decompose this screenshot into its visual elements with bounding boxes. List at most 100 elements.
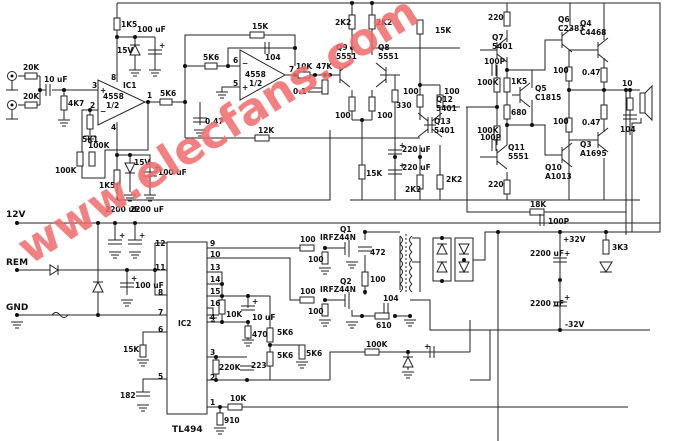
supply-label: +32V xyxy=(563,235,586,244)
junction-dot xyxy=(604,230,608,234)
junction-dot xyxy=(293,73,297,77)
resistor xyxy=(212,359,220,375)
input-jack-icon[interactable] xyxy=(6,71,18,91)
ground-icon xyxy=(129,251,141,259)
svg-text:+: + xyxy=(131,274,137,283)
resistor-label: 100 xyxy=(300,235,316,244)
capacitor-label: 100P xyxy=(480,133,502,142)
input-jack-icon[interactable] xyxy=(6,100,18,120)
svg-text:+: + xyxy=(564,249,570,258)
ic-part: 4558 xyxy=(245,70,266,79)
transistor-icon xyxy=(489,37,508,63)
capacitor-label: 104 xyxy=(383,294,399,303)
junction-dot xyxy=(406,350,410,354)
resistor xyxy=(503,104,511,120)
pin-label: 3 xyxy=(92,81,97,90)
capacitor xyxy=(136,391,150,397)
junction-dot xyxy=(226,64,230,68)
resistor xyxy=(374,312,390,320)
junction-dot xyxy=(268,343,272,347)
resistor-label: 5K6 xyxy=(160,89,176,98)
pin-label: 15 xyxy=(210,287,220,296)
ground-icon xyxy=(58,119,70,127)
transistor-ref: Q10 xyxy=(545,163,562,172)
junction-dot xyxy=(113,221,117,225)
junction-dot xyxy=(323,246,327,250)
junction-dot xyxy=(393,155,397,159)
pin-label: 5 xyxy=(158,372,163,381)
resistor xyxy=(368,96,376,112)
capacitor-label: 220 uF xyxy=(402,163,431,172)
ic-part: TL494 xyxy=(172,425,203,435)
ground-icon xyxy=(296,361,308,369)
capacitor-label: 2200 uF xyxy=(130,205,164,214)
junction-dot xyxy=(624,88,628,92)
ground-icon xyxy=(404,319,416,327)
resistor-label: 100 xyxy=(370,275,386,284)
transistor-part: 5401 xyxy=(434,126,455,135)
junction-dot xyxy=(153,268,157,272)
junction-dot xyxy=(214,378,218,382)
junction-dot xyxy=(245,378,249,382)
capacitor-label: 2200 uF xyxy=(530,249,564,258)
resistor xyxy=(299,296,315,304)
ground-icon xyxy=(319,319,331,327)
transistor-icon xyxy=(590,127,609,153)
pin-label: 14 xyxy=(210,275,220,284)
resistor-label: 1K5 xyxy=(511,77,527,86)
resistor-label: 0.47 xyxy=(582,118,601,127)
pin-label: 8 xyxy=(158,288,163,297)
transistor-ref: Q8 xyxy=(378,43,390,52)
junction-dot xyxy=(360,118,364,122)
resistor-label: 100 xyxy=(300,287,316,296)
transistor-icon xyxy=(417,112,436,138)
resistor xyxy=(348,96,356,112)
transistor-part: A1695 xyxy=(580,149,607,158)
svg-text:+: + xyxy=(424,342,430,351)
resistor xyxy=(503,77,511,93)
resistor-label: 100K xyxy=(366,340,389,349)
resistor-label: 4K7 xyxy=(68,99,84,108)
junction-dot xyxy=(220,320,224,324)
junction-dot xyxy=(530,123,534,127)
capacitor-label: 2200 uF xyxy=(530,299,564,308)
resistor-label: 3K3 xyxy=(612,243,628,252)
junction-dot xyxy=(214,355,218,359)
capacitor: + xyxy=(388,141,405,155)
junction-dot xyxy=(495,105,499,109)
diode-icon xyxy=(129,43,141,56)
pin-label: 4 xyxy=(111,123,116,132)
resistor-label: 5K6 xyxy=(277,328,293,337)
junction-dot xyxy=(363,230,367,234)
supply-label: 12V xyxy=(6,210,26,220)
resistor-label: 100 xyxy=(553,66,569,75)
resistor-label: 680 xyxy=(511,108,527,117)
supply-label: GND xyxy=(6,303,28,313)
zener-label: 15V xyxy=(117,46,133,55)
resistor xyxy=(416,19,424,35)
transistor-part: C1815 xyxy=(535,93,561,102)
mosfet-icon xyxy=(344,292,350,309)
ground-icon xyxy=(124,194,136,202)
capacitor: + xyxy=(148,41,165,55)
resistor-label: 100K xyxy=(88,141,111,150)
resistor xyxy=(204,62,218,70)
resistor xyxy=(348,14,356,30)
resistor xyxy=(298,344,306,360)
capacitor-label: 100P xyxy=(484,57,506,66)
capacitor-label: 0.1 xyxy=(293,87,306,96)
transistor-part: C2383 xyxy=(558,24,584,33)
fuse-icon xyxy=(51,312,69,318)
junction-dot xyxy=(418,83,422,87)
capacitor: + xyxy=(143,163,160,177)
capacitor-label: 100P xyxy=(548,217,570,226)
resistor-label: 610 xyxy=(376,321,392,330)
junction-dot xyxy=(628,88,632,92)
ground-icon xyxy=(402,371,414,379)
junction-dot xyxy=(462,258,466,262)
ground-icon xyxy=(11,321,23,329)
capacitor-label: 100 uF xyxy=(135,281,164,290)
junction-dot xyxy=(15,313,19,317)
capacitor-label: 100 uF xyxy=(137,25,166,34)
